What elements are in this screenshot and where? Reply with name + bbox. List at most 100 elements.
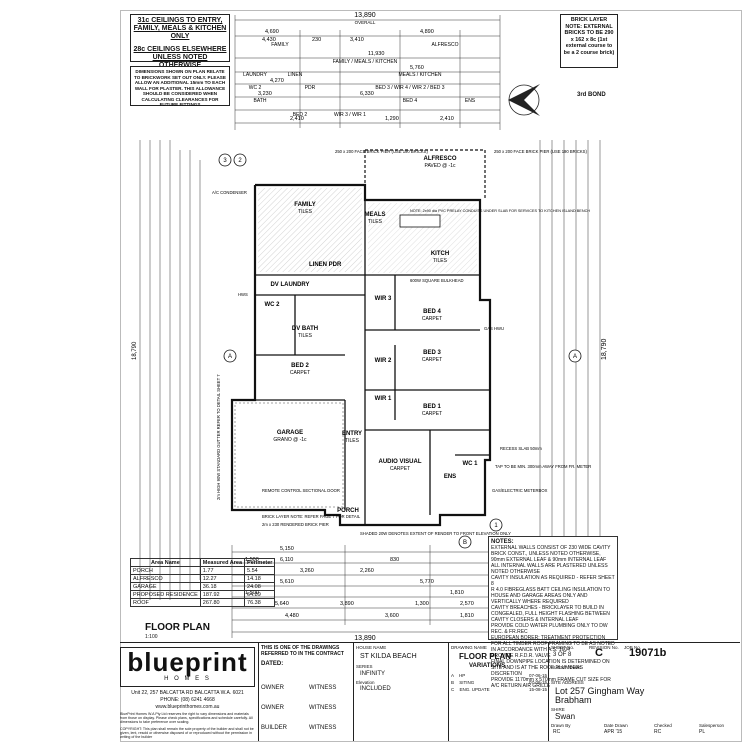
room-porch: PORCH xyxy=(337,508,359,514)
drawings-ref: THIS IS ONE OF THE DRAWINGS REFERRED TO … xyxy=(261,645,344,657)
callout-pier-right: 250 x 200 FACE BRICK PIER (USE 190 BRICK… xyxy=(494,149,587,154)
grid-2: 2 xyxy=(238,158,242,164)
callout-ac-condenser: A/C CONDENSER xyxy=(212,190,247,195)
witness-label-1: WITNESS xyxy=(309,685,337,691)
area-perimeter: 5.54 xyxy=(244,566,276,575)
note-item: PROVIDE COLD WATER PLUMBING ONLY TO DW R… xyxy=(491,623,608,635)
bottom-dim-label: 2,260 xyxy=(360,568,374,574)
room-wc1: WC 1 xyxy=(463,461,479,467)
area-table-header: Perimeter xyxy=(244,558,276,567)
grid-3: 3 xyxy=(223,158,227,164)
room-wir1: WIR 1 xyxy=(375,396,392,402)
brick-layer-note: BRICK LAYER NOTE: EXTERNAL BRICKS TO BE … xyxy=(560,14,618,68)
top-dimension-lines xyxy=(234,15,501,130)
top-dim-label: 1,290 xyxy=(385,116,399,122)
witness-label-2: WITNESS xyxy=(309,705,337,711)
section-a-right: A xyxy=(573,354,577,360)
bond-label: 3rd BOND xyxy=(577,92,606,98)
note-item: EXTERNAL WALLS CONSIST OF 230 WIDE CAVIT… xyxy=(491,545,611,563)
callout-gutter: 2m HIGH 90W STANDARD GUTTER REFER TO DET… xyxy=(216,374,221,500)
top-dim-label: 4,430 xyxy=(262,37,276,43)
sales-label: Salesperson xyxy=(699,723,725,728)
callout-tap: TAP TO BE MIN. 300mm AWAY FROM FR. METER xyxy=(495,464,591,469)
callout-meter: GAS/ELECTRIC METERBOX xyxy=(492,488,548,493)
room-audio-visual: AUDIO VISUAL xyxy=(378,459,421,465)
area-perimeter: 64.89 xyxy=(244,590,276,599)
revision-value: C xyxy=(595,647,603,659)
variation-rev: A xyxy=(451,673,454,678)
floor-plan-title: FLOOR PLAN xyxy=(145,622,210,633)
room-kitchen: KITCH xyxy=(431,251,449,257)
garage-hatch xyxy=(234,402,344,508)
sales-value: PL xyxy=(699,729,706,735)
grid-1: 1 xyxy=(494,523,498,529)
site-label: SITE ADDRESS xyxy=(551,680,584,685)
room-entry-floor: TILES xyxy=(345,438,360,444)
note-item: FINAL DOWNPIPE LOCATION IS DETERMINED ON… xyxy=(491,659,610,677)
bottom-dim-label: 1,810 xyxy=(460,613,474,619)
area-value: 12.27 xyxy=(199,574,246,583)
callout-gas-hwu: GAS HWU xyxy=(484,326,504,331)
date-value: APR '15 xyxy=(604,729,623,735)
variation-rev: B xyxy=(451,680,455,685)
room-alfresco: ALFRESCO xyxy=(424,156,457,162)
area-value: 187.92 xyxy=(199,590,246,599)
dimensions-note-text: DIMENSIONS SHOWN ON PLAN RELATE TO BRICK… xyxy=(134,69,226,107)
variations-label: VARIATIONS xyxy=(469,663,506,669)
site-line-2: Brabham xyxy=(555,695,592,705)
sheet-number: 3 OF 8 xyxy=(553,652,572,658)
drawing-name: FLOOR PLAN xyxy=(459,652,511,661)
elevation: INCLUDED xyxy=(360,686,391,692)
room-family-floor: TILES xyxy=(298,209,313,215)
room-meals-floor: TILES xyxy=(368,219,383,225)
variation-date: 15-08-15 xyxy=(528,687,547,692)
family-hatch xyxy=(258,188,362,272)
top-room-strip: WC 2 xyxy=(249,85,262,91)
area-name: PROPOSED RESIDENCE xyxy=(130,590,201,599)
callout-extent: EXTENT OF RENDER TO FRONT ELEVATION ONLY xyxy=(410,531,511,536)
bottom-dim-label: 1,810 xyxy=(450,590,464,596)
top-room-strip: BED 2 xyxy=(293,112,308,118)
table-row: ROOF 267.80 76.38 xyxy=(130,598,276,607)
room-bed4: BED 4 xyxy=(423,309,441,315)
note-item: PROVIDE R.F.D.R. VALVE xyxy=(491,653,551,659)
room-wir3: WIR 3 xyxy=(375,296,392,302)
top-dim-label: 3,410 xyxy=(350,37,364,43)
area-name: PORCH xyxy=(130,566,201,575)
room-bed4-floor: CARPET xyxy=(422,316,442,322)
bottom-dim-label: 3,260 xyxy=(300,568,314,574)
note-item: CAVITY INSULATION AS REQUIRED - REFER SH… xyxy=(491,575,615,587)
room-wc2: WC 2 xyxy=(265,302,281,308)
logo-sub: H O M E S xyxy=(164,676,211,682)
room-entry: ENTRY xyxy=(342,431,362,437)
top-dim-label: 6,330 xyxy=(360,91,374,97)
room-laundry: DV LAUNDRY xyxy=(270,282,309,288)
variation-desc: SITING xyxy=(459,680,475,685)
note-item: EUROPEAN BORER: TREATMENT PROTECTION FOR… xyxy=(491,635,615,653)
shire-value: Swan xyxy=(555,712,576,721)
top-room-strips: FAMILY ALFRESCO FAMILY / MEALS / KITCHEN… xyxy=(243,42,476,118)
area-value: 1.77 xyxy=(199,566,246,575)
kitchen-bench xyxy=(399,214,441,228)
room-bed3-floor: CARPET xyxy=(422,357,442,363)
top-dim-label: 4,690 xyxy=(265,29,279,35)
notes-title: NOTES: xyxy=(491,539,514,545)
room-bed2: BED 2 xyxy=(291,363,309,369)
overall-height-left: 18,790 xyxy=(132,341,138,360)
note-item: CAVITY BREACHES - BRICKLAYER TO BUILD IN… xyxy=(491,605,610,623)
callout-recess: RECESS SLAB 50mm xyxy=(500,446,542,451)
section-a-left: A xyxy=(228,354,232,360)
overall-height-right: 18,790 xyxy=(601,338,608,360)
job-label: JOB No. xyxy=(624,645,642,650)
room-garage: GARAGE xyxy=(277,430,303,436)
top-dim-label: 11,930 xyxy=(368,51,384,57)
room-bed2-floor: CARPET xyxy=(290,370,310,376)
room-alfresco-floor: PAVED @ -1c xyxy=(424,163,456,169)
area-value: 36.18 xyxy=(199,582,246,591)
company-address: Unit 22, 257 BALCATTA RD BALCATTA W.A. 6… xyxy=(131,690,244,696)
bottom-dim-label: 3,890 xyxy=(340,601,354,607)
top-room-strip: FAMILY / MEALS / KITCHEN xyxy=(333,59,398,65)
room-bed1: BED 1 xyxy=(423,404,441,410)
room-family: FAMILY xyxy=(294,202,315,208)
